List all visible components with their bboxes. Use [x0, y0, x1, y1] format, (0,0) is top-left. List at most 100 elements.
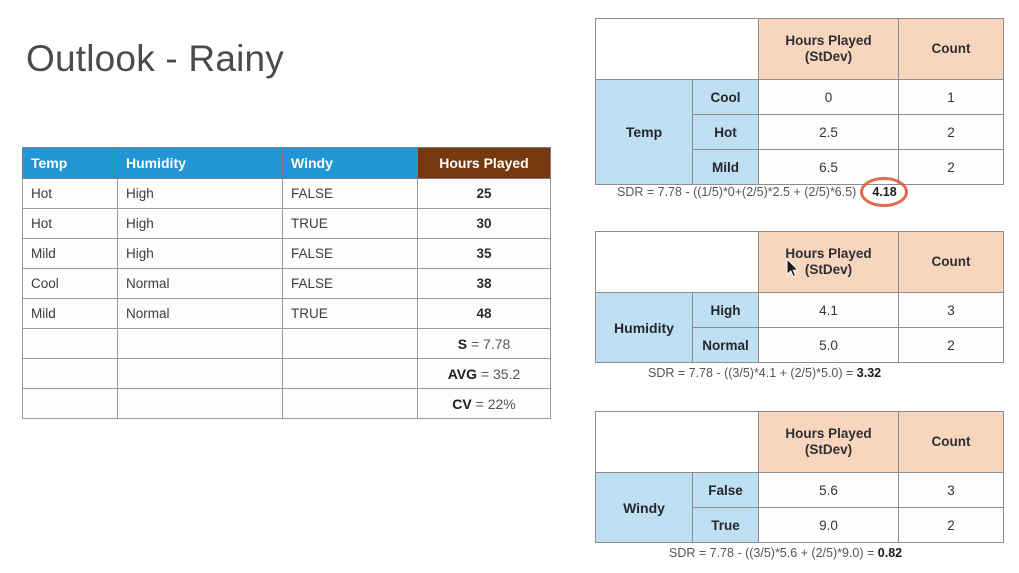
- table-row: Hot 2.5 2: [596, 114, 1004, 150]
- cell-windy: FALSE: [282, 238, 418, 269]
- header-line-1: Hours Played: [785, 246, 872, 262]
- table-row: Hot High TRUE 30: [22, 208, 551, 239]
- table-row: Hot High FALSE 25: [22, 178, 551, 209]
- cell-stdev: 5.6: [758, 472, 899, 508]
- cell-temp: Hot: [22, 178, 118, 209]
- table-row: Mild Normal TRUE 48: [22, 298, 551, 329]
- header-line-2: (StDev): [804, 49, 853, 64]
- cell-humidity: High: [117, 208, 283, 239]
- sdr-formula-humidity: SDR = 7.78 - ((3/5)*4.1 + (2/5)*5.0) = 3…: [648, 366, 881, 380]
- group-label-windy: Windy: [595, 472, 693, 543]
- sdr-formula-text: SDR = 7.78 - ((3/5)*4.1 + (2/5)*5.0) =: [648, 366, 857, 380]
- main-data-table-container: Temp Humidity Windy Hours Played Hot Hig…: [22, 147, 551, 419]
- summary-header-row: Hours Played (StDev) Count: [595, 411, 1004, 473]
- sdr-formula-windy: SDR = 7.78 - ((3/5)*5.6 + (2/5)*9.0) = 0…: [669, 546, 902, 560]
- corner-cell: [595, 411, 759, 473]
- cell-stdev: 4.1: [758, 292, 899, 328]
- cell-empty: [22, 388, 118, 419]
- row-label-hot: Hot: [692, 114, 759, 150]
- header-line-1: Hours Played: [785, 426, 872, 442]
- cell-hours: 30: [417, 208, 551, 239]
- table-row: True 9.0 2: [596, 507, 1004, 543]
- header-line-2: (StDev): [804, 442, 853, 457]
- stat-s-label: S: [457, 335, 468, 352]
- corner-cell: [595, 18, 759, 80]
- sdr-formula-text: SDR = 7.78 - ((3/5)*5.6 + (2/5)*9.0) =: [669, 546, 878, 560]
- table-row: Mild 6.5 2: [596, 149, 1004, 185]
- stat-cv-label: CV: [452, 395, 472, 412]
- cell-stdev: 5.0: [758, 327, 899, 363]
- cell-stdev: 2.5: [758, 114, 899, 150]
- column-header-temp: Temp: [22, 147, 118, 179]
- stat-avg: AVG = 35.2: [417, 358, 551, 389]
- table-row: Normal 5.0 2: [596, 327, 1004, 363]
- cell-empty: [282, 328, 418, 359]
- cell-temp: Cool: [22, 268, 118, 299]
- cell-stdev: 0: [758, 79, 899, 115]
- cell-count: 3: [898, 292, 1004, 328]
- cell-hours: 38: [417, 268, 551, 299]
- cell-temp: Hot: [22, 208, 118, 239]
- group-label-humidity: Humidity: [595, 292, 693, 363]
- column-header-hours-played: Hours Played: [417, 147, 551, 179]
- row-label-true: True: [692, 507, 759, 543]
- stat-avg-label: AVG: [447, 365, 478, 382]
- column-header-count: Count: [898, 231, 1004, 293]
- cell-empty: [22, 358, 118, 389]
- cell-empty: [282, 358, 418, 389]
- column-header-hours-played-stdev: Hours Played (StDev): [758, 231, 899, 293]
- cell-humidity: High: [117, 238, 283, 269]
- summary-panel-temp: Hours Played (StDev) Count Temp Cool 0 1…: [595, 18, 1004, 185]
- cell-temp: Mild: [22, 238, 118, 269]
- cell-hours: 35: [417, 238, 551, 269]
- summary-table-windy: Hours Played (StDev) Count Windy False 5…: [595, 411, 1004, 543]
- cell-hours: 25: [417, 178, 551, 209]
- cell-empty: [22, 328, 118, 359]
- cell-count: 2: [898, 114, 1004, 150]
- cell-windy: FALSE: [282, 178, 418, 209]
- column-header-hours-played-stdev: Hours Played (StDev): [758, 411, 899, 473]
- header-line-1: Hours Played: [785, 33, 872, 49]
- cell-count: 3: [898, 472, 1004, 508]
- stat-s-value: 7.78: [483, 335, 511, 352]
- cell-count: 2: [898, 327, 1004, 363]
- summary-panel-humidity: Hours Played (StDev) Count Humidity High…: [595, 231, 1004, 363]
- cell-humidity: Normal: [117, 268, 283, 299]
- sdr-formula-temp: SDR = 7.78 - ((1/5)*0+(2/5)*2.5 + (2/5)*…: [617, 177, 909, 207]
- cell-hours: 48: [417, 298, 551, 329]
- row-label-high: High: [692, 292, 759, 328]
- corner-cell: [595, 231, 759, 293]
- cell-empty: [117, 388, 283, 419]
- header-line-2: (StDev): [804, 262, 853, 277]
- stat-cv-value: 22%: [487, 395, 516, 412]
- column-header-hours-played-stdev: Hours Played (StDev): [758, 18, 899, 80]
- column-header-count: Count: [898, 18, 1004, 80]
- table-row-stat: S = 7.78: [22, 328, 551, 359]
- cell-windy: TRUE: [282, 208, 418, 239]
- table-row-stat: AVG = 35.2: [22, 358, 551, 389]
- cell-empty: [282, 388, 418, 419]
- table-row: Temp Cool 0 1: [595, 79, 1004, 185]
- sdr-formula-text: SDR = 7.78 - ((1/5)*0+(2/5)*2.5 + (2/5)*…: [617, 185, 857, 199]
- table-row: Windy False 5.6 3: [595, 472, 1004, 543]
- cell-empty: [117, 328, 283, 359]
- summary-table-temp: Hours Played (StDev) Count Temp Cool 0 1…: [595, 18, 1004, 185]
- column-header-windy: Windy: [282, 147, 418, 179]
- summary-header-row: Hours Played (StDev) Count: [595, 18, 1004, 80]
- cell-stdev: 9.0: [758, 507, 899, 543]
- row-label-normal: Normal: [692, 327, 759, 363]
- row-label-cool: Cool: [692, 79, 759, 115]
- cell-count: 2: [898, 507, 1004, 543]
- cell-windy: FALSE: [282, 268, 418, 299]
- sdr-result: 0.82: [877, 546, 903, 560]
- table-row: Humidity High 4.1 3: [595, 292, 1004, 363]
- sdr-result: 3.32: [856, 366, 882, 380]
- cell-count: 1: [898, 79, 1004, 115]
- stat-s: S = 7.78: [417, 328, 551, 359]
- summary-table-humidity: Hours Played (StDev) Count Humidity High…: [595, 231, 1004, 363]
- row-label-false: False: [692, 472, 759, 508]
- column-header-count: Count: [898, 411, 1004, 473]
- column-header-humidity: Humidity: [117, 147, 283, 179]
- stat-avg-value: 35.2: [493, 365, 521, 382]
- cell-count: 2: [898, 149, 1004, 185]
